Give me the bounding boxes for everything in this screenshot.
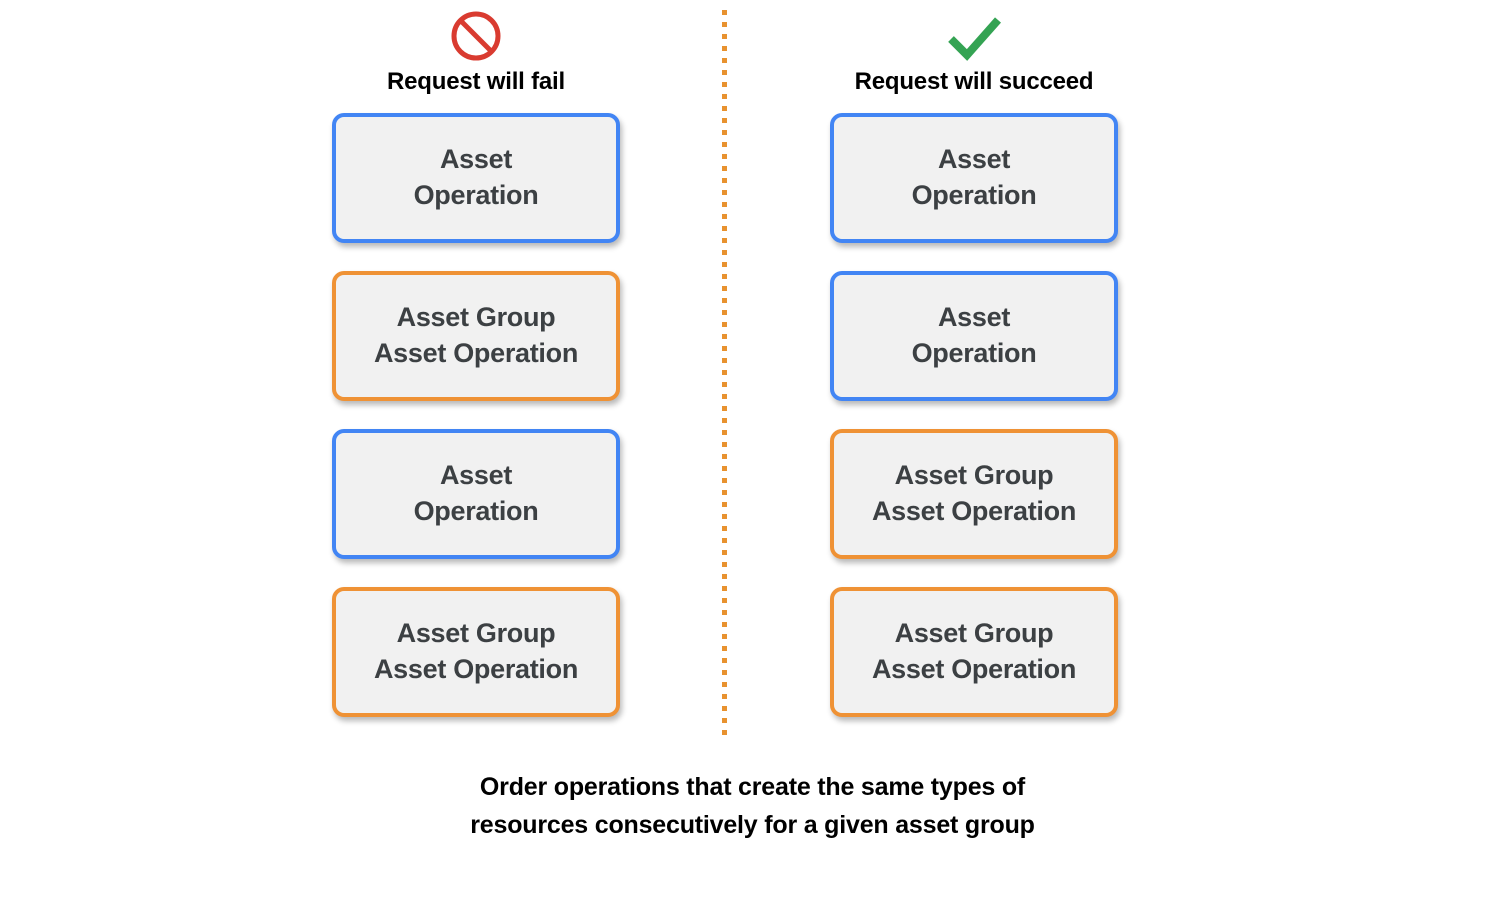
operation-box-label: Asset Operation — [413, 460, 539, 526]
caption-line-2: resources consecutively for a given asse… — [470, 811, 1035, 839]
operation-box-label: Asset Group Asset Operation — [373, 302, 579, 368]
prohibition-icon — [330, 8, 622, 64]
operation-box[interactable]: Asset Operation — [830, 113, 1118, 243]
box-stack-fail: Asset Operation Asset Group Asset Operat… — [332, 113, 620, 745]
column-header-fail: Request will fail — [330, 8, 622, 96]
caption-line-1: Order operations that create the same ty… — [479, 773, 1026, 801]
operation-box-label: Asset Group Asset Operation — [871, 460, 1077, 526]
operation-box[interactable]: Asset Operation — [332, 429, 620, 559]
diagram-caption: Order operations that create the same ty… — [0, 768, 1505, 844]
column-title-succeed: Request will succeed — [854, 68, 1094, 95]
operation-box-label: Asset Operation — [911, 144, 1037, 210]
operation-box-label: Asset Operation — [413, 144, 539, 210]
column-title-fail: Request will fail — [387, 68, 565, 95]
column-header-succeed: Request will succeed — [828, 8, 1120, 96]
box-stack-succeed: Asset Operation Asset Operation Asset Gr… — [830, 113, 1118, 745]
operation-box[interactable]: Asset Operation — [830, 271, 1118, 401]
operation-box[interactable]: Asset Group Asset Operation — [332, 587, 620, 717]
checkmark-icon — [828, 8, 1120, 64]
operation-box[interactable]: Asset Group Asset Operation — [332, 271, 620, 401]
column-divider — [722, 10, 727, 736]
operation-box-label: Asset Group Asset Operation — [871, 618, 1077, 684]
operation-box[interactable]: Asset Group Asset Operation — [830, 587, 1118, 717]
operation-box[interactable]: Asset Operation — [332, 113, 620, 243]
operation-box-label: Asset Group Asset Operation — [373, 618, 579, 684]
operation-box-label: Asset Operation — [911, 302, 1037, 368]
operation-box[interactable]: Asset Group Asset Operation — [830, 429, 1118, 559]
